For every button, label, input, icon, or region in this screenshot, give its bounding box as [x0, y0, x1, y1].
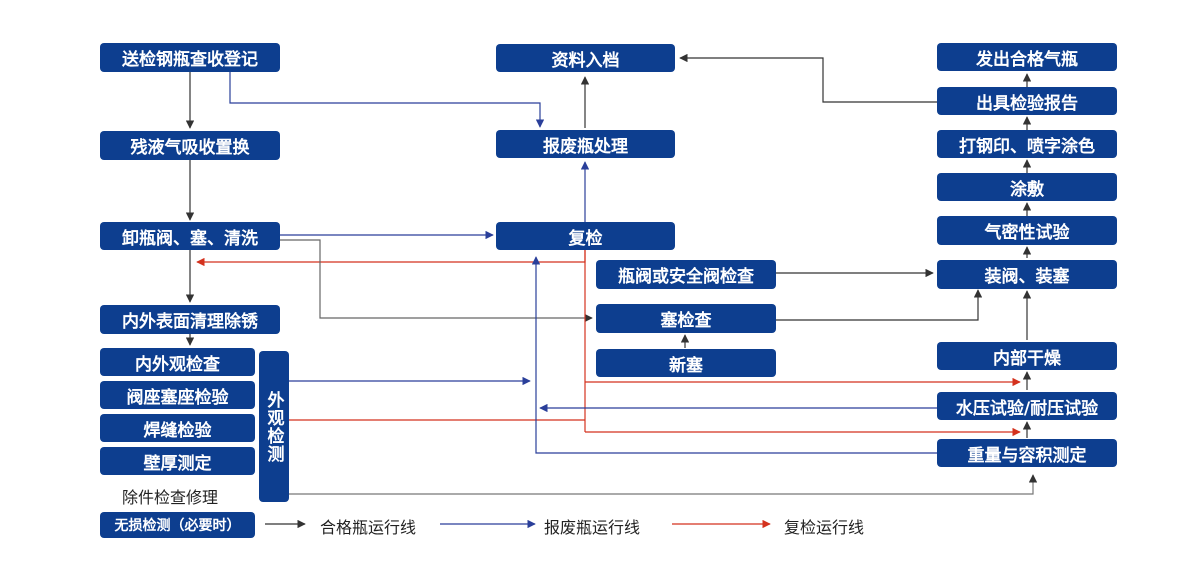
node-ship: 发出合格气瓶 — [937, 43, 1117, 71]
node-archive: 资料入档 — [496, 44, 675, 72]
node-register: 送检钢瓶查收登记 — [100, 43, 280, 72]
node-report: 出具检验报告 — [937, 87, 1117, 115]
arrow-weight-recheck — [531, 256, 937, 454]
arrow-visual-weight — [289, 474, 1038, 495]
node-residual: 残液气吸收置换 — [100, 131, 280, 160]
node-leak-test: 气密性试验 — [937, 216, 1117, 245]
node-weight-test: 重量与容积测定 — [937, 439, 1117, 467]
node-ndt: 无损检测（必要时） — [100, 512, 255, 538]
node-pressure-test: 水压试验/耐压试验 — [937, 392, 1117, 420]
arrow-plug-assemble — [776, 289, 983, 321]
node-valve-check: 瓶阀或安全阀检查 — [596, 260, 776, 289]
node-visual-check: 内外观检查 — [100, 348, 255, 376]
node-scrap: 报废瓶处理 — [496, 130, 675, 158]
node-dry: 内部干燥 — [937, 342, 1117, 370]
legend-recheck-label: 复检运行线 — [784, 518, 865, 537]
node-repair: 除件检查修理 — [122, 488, 219, 507]
node-clean-surface: 内外表面清理除锈 — [100, 305, 280, 334]
node-paint: 涂敷 — [937, 173, 1117, 201]
arrow-recheck-back — [196, 250, 586, 267]
legend-pass-label: 合格瓶运行线 — [320, 518, 417, 537]
node-seat-check: 阀座塞座检验 — [100, 381, 255, 409]
node-new-plug: 新塞 — [596, 349, 776, 377]
node-visual-group: 外观检测 — [259, 351, 289, 502]
node-unload: 卸瓶阀、塞、清洗 — [100, 222, 280, 250]
node-stamp: 打钢印、喷字涂色 — [937, 130, 1117, 158]
node-plug-check: 塞检查 — [596, 304, 776, 333]
node-recheck: 复检 — [496, 222, 675, 250]
node-weld-check: 焊缝检验 — [100, 414, 255, 442]
legend-scrap-label: 报废瓶运行线 — [544, 518, 641, 537]
node-assemble: 装阀、装塞 — [937, 260, 1117, 289]
node-thickness: 壁厚测定 — [100, 447, 255, 475]
arrow-register-scrap — [229, 72, 545, 128]
arrow-unload-plugcheck — [280, 239, 593, 323]
arrow-report-archive — [679, 53, 937, 103]
